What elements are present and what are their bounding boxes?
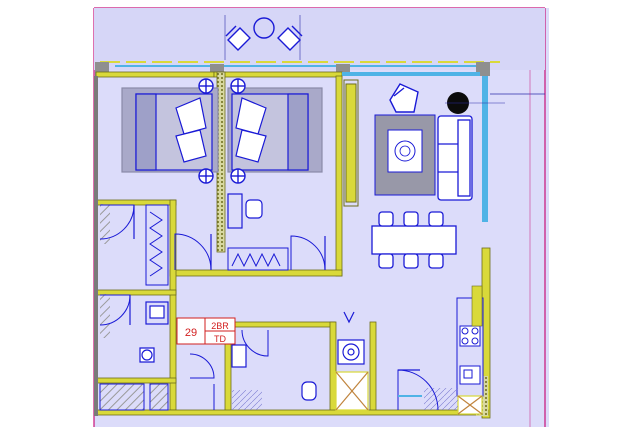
bathroom-1 — [139, 301, 169, 363]
dining-chairs — [378, 211, 444, 269]
wardrobe-bedroom-2 — [227, 247, 289, 271]
entrance-floor — [424, 388, 458, 410]
tv-unit — [343, 79, 359, 207]
desk — [227, 193, 263, 229]
duct-boxes — [335, 371, 483, 415]
unit-type-line-1: 2BR — [211, 321, 229, 331]
balcony-chairs — [225, 17, 303, 51]
balcony — [94, 8, 545, 70]
unit-type-line-2: TD — [214, 334, 226, 344]
nightstands-bedroom-1 — [198, 78, 214, 184]
washing-machine — [337, 311, 365, 365]
bed-bedroom-1 — [121, 87, 219, 173]
walls — [94, 71, 491, 419]
balcony-chair-left — [225, 25, 251, 51]
living-rug — [374, 114, 436, 196]
wardrobe-bedroom-1 — [145, 204, 169, 286]
armchair — [389, 83, 419, 113]
balcony-chair-right — [277, 25, 303, 51]
unit-tag: 29 2BR TD — [176, 317, 236, 345]
kitchen-shelf — [471, 285, 483, 327]
bathroom-2 — [231, 344, 317, 410]
unit-number: 29 — [185, 327, 197, 339]
dining-table — [371, 225, 457, 255]
nightstands-bedroom-2 — [230, 78, 246, 184]
sofa — [437, 115, 473, 201]
bed-bedroom-2 — [227, 87, 323, 173]
storage-cabinets — [99, 204, 169, 411]
door-leaves — [129, 205, 420, 371]
